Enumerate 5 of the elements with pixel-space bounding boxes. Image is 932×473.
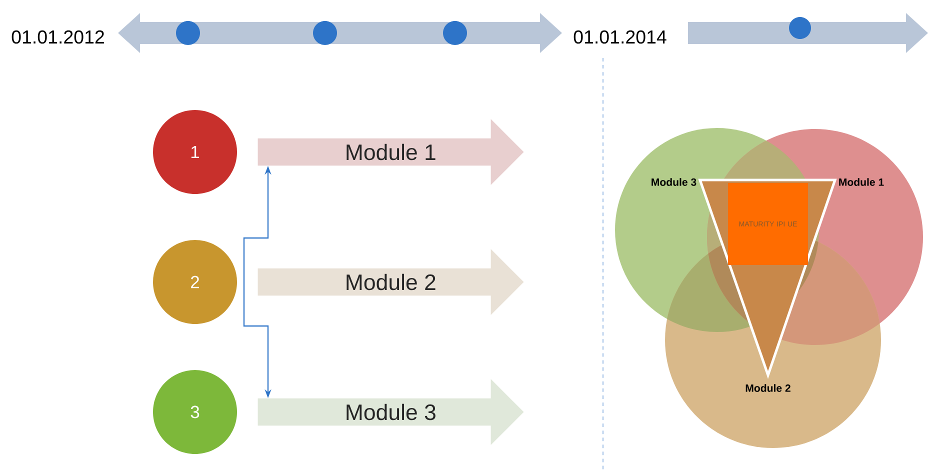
vertex-label: Module 2 [746,384,790,392]
date-label: 01.01.2012 [12,30,104,44]
vertex-label: Module 1 [839,178,884,186]
vertex-label: Module 3 [652,178,696,186]
date-label: 01.01.2014 [574,30,666,44]
